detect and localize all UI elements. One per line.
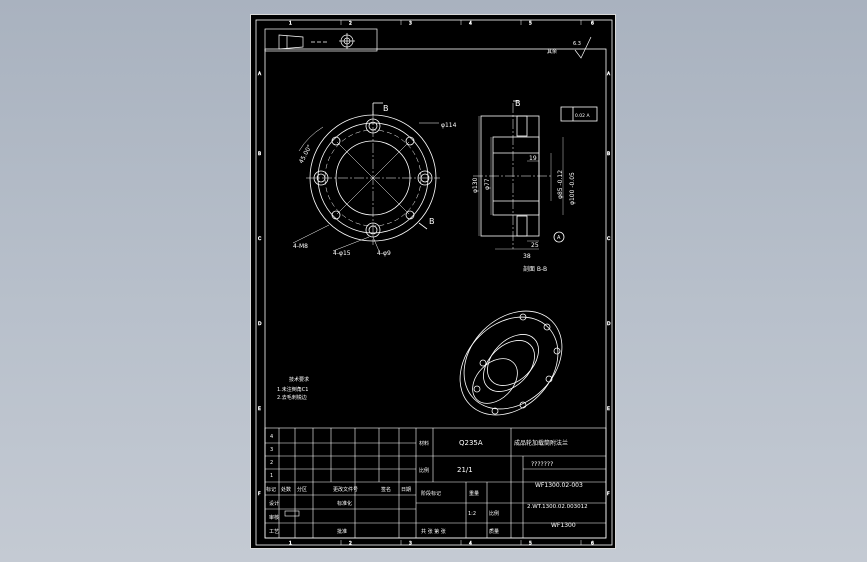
zone-col-2: 2 bbox=[349, 21, 352, 27]
zone-row-d-right: D bbox=[607, 321, 611, 327]
zone-row-a-right: A bbox=[607, 71, 611, 77]
zone-row-e-right: E bbox=[607, 406, 610, 412]
lbl-weight: 重量 bbox=[469, 490, 479, 497]
projection-symbol bbox=[264, 28, 378, 52]
hdr-mark: 标记 bbox=[266, 486, 276, 493]
notes-title: 技术要求 bbox=[289, 376, 309, 383]
zone-col-6-bottom: 6 bbox=[591, 541, 594, 547]
lbl-approve: 批准 bbox=[337, 528, 347, 535]
roughness-value: 6.3 bbox=[573, 41, 581, 47]
dim-25: 25 bbox=[531, 242, 539, 249]
rev-row-4: 4 bbox=[270, 434, 273, 440]
zone-row-f-right: F bbox=[607, 491, 610, 497]
dim-holes-b: 4-φ9 bbox=[377, 250, 391, 257]
roughness-note: 其余 bbox=[547, 48, 557, 55]
title-block bbox=[264, 427, 607, 539]
sheet-size: 1:2 bbox=[468, 511, 476, 517]
cad-drawing: 1 2 3 4 5 6 1 2 3 4 5 6 A B C D E F A B … bbox=[255, 19, 613, 547]
zone-row-e: E bbox=[258, 406, 261, 412]
row-checker: 审核 bbox=[269, 514, 279, 521]
title-block-text: 4 3 2 1 标记 处数 分区 更改文件号 签名 日期 设计 审核 工艺 标准… bbox=[266, 434, 588, 535]
zone-col-3-bottom: 3 bbox=[409, 541, 412, 547]
dim-holes-a: 4-φ15 bbox=[333, 250, 351, 257]
tolerance-frame: 0.02 A bbox=[575, 113, 590, 119]
roughness-symbol: 6.3 其余 bbox=[547, 36, 592, 59]
dim-38: 38 bbox=[523, 253, 531, 260]
dim-19: 19 bbox=[529, 155, 537, 162]
dim-angle: 45.00° bbox=[298, 144, 314, 165]
section-mark: B bbox=[515, 99, 521, 108]
zone-col-3: 3 bbox=[409, 21, 412, 27]
lbl-mass: 质量 bbox=[489, 528, 499, 535]
lbl-std: 标准化 bbox=[337, 500, 352, 507]
hdr-change-doc: 更改文件号 bbox=[333, 486, 358, 493]
scale-label: 比例 bbox=[419, 467, 429, 474]
assembly-number: WF1300 bbox=[551, 522, 576, 529]
note-item-1: 1.未注倒角C1 bbox=[277, 386, 308, 393]
zone-col-1: 1 bbox=[289, 21, 292, 27]
zone-col-1-bottom: 1 bbox=[289, 541, 292, 547]
part-name: 成品轮加载筒附法兰 bbox=[514, 439, 568, 447]
zone-col-5: 5 bbox=[529, 21, 532, 27]
scale-value: 21/1 bbox=[457, 466, 473, 474]
material-label: 材料 bbox=[419, 440, 429, 447]
hdr-sign: 签名 bbox=[381, 486, 391, 493]
lbl-sheets: 共 张 第 张 bbox=[421, 528, 446, 535]
zone-row-f: F bbox=[258, 491, 261, 497]
zone-col-2-bottom: 2 bbox=[349, 541, 352, 547]
dim-mid: φ77 bbox=[484, 178, 491, 190]
front-view bbox=[292, 102, 440, 252]
dim-outer: φ130 bbox=[472, 177, 479, 193]
zone-row-a: A bbox=[258, 71, 262, 77]
isometric-view bbox=[459, 310, 563, 416]
drawing-number: WF1300.02-003 bbox=[535, 482, 583, 489]
section-mark-bottom: B bbox=[429, 217, 435, 226]
zone-col-6: 6 bbox=[591, 21, 594, 27]
zone-col-5-bottom: 5 bbox=[529, 541, 532, 547]
zone-col-4-bottom: 4 bbox=[469, 541, 472, 547]
zone-row-b: B bbox=[258, 151, 261, 157]
section-mark-top: B bbox=[383, 104, 389, 113]
hdr-count: 处数 bbox=[281, 486, 291, 493]
hdr-date: 日期 bbox=[401, 487, 411, 493]
zone-markers: 1 2 3 4 5 6 1 2 3 4 5 6 A B C D E F A B … bbox=[258, 20, 611, 547]
material-value: Q235A bbox=[459, 439, 483, 447]
section-view bbox=[473, 100, 598, 250]
row-designer: 设计 bbox=[269, 500, 279, 507]
zone-row-c-right: C bbox=[607, 236, 610, 242]
lbl-stage: 阶段标记 bbox=[421, 490, 441, 497]
zone-col-4: 4 bbox=[469, 21, 472, 27]
note-item-2: 2.去毛刺锐边 bbox=[277, 394, 307, 401]
company-name: ??????? bbox=[531, 461, 553, 468]
dim-thread: 4-M8 bbox=[293, 243, 308, 250]
hdr-zone: 分区 bbox=[297, 486, 307, 493]
dim-bore2: φ100 -0.05 bbox=[569, 172, 576, 205]
inner-frame bbox=[264, 48, 607, 539]
rev-row-3: 3 bbox=[270, 447, 273, 453]
section-view-labels: B 0.02 A φ130 φ77 φ85 -0.12 φ100 -0.05 1… bbox=[472, 99, 590, 273]
datum-label: A bbox=[557, 235, 561, 241]
row-process: 工艺 bbox=[269, 529, 279, 535]
zone-row-b-right: B bbox=[607, 151, 610, 157]
technical-notes: 技术要求 1.未注倒角C1 2.去毛刺锐边 bbox=[277, 376, 309, 401]
dim-bolt-circle: φ114 bbox=[441, 122, 457, 129]
drawing-sheet: 1 2 3 4 5 6 1 2 3 4 5 6 A B C D E F A B … bbox=[250, 14, 616, 549]
zone-row-d: D bbox=[258, 321, 262, 327]
rev-row-2: 2 bbox=[270, 460, 273, 466]
dim-bore1: φ85 -0.12 bbox=[557, 170, 564, 199]
section-label: 剖面 B-B bbox=[523, 265, 547, 273]
file-name: 2.WT.1300.02.003012 bbox=[527, 504, 588, 510]
outer-frame bbox=[255, 19, 613, 546]
rev-row-1: 1 bbox=[270, 473, 273, 479]
lbl-ratio: 比例 bbox=[489, 510, 499, 517]
zone-row-c: C bbox=[258, 236, 261, 242]
